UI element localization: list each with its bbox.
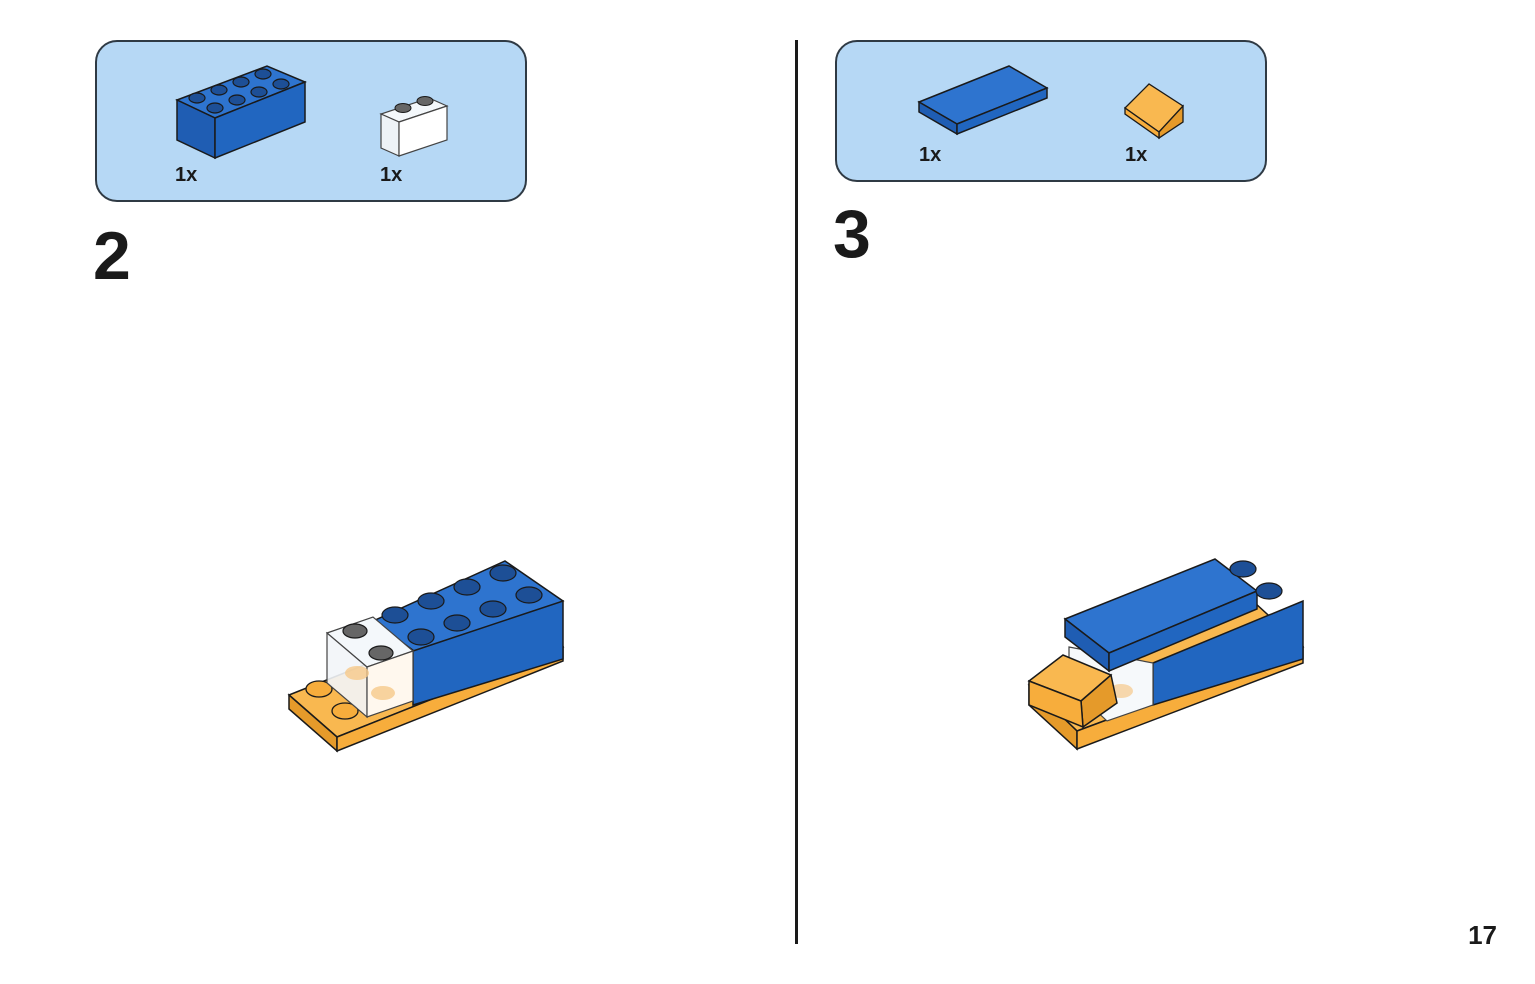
parts-callout-step-3: 1x 1x (835, 40, 1267, 182)
page-number: 17 (1468, 920, 1497, 950)
step-number: 3 (833, 196, 871, 272)
blue-tile-2x4-icon (917, 65, 1049, 136)
page-divider (795, 40, 798, 944)
transparent-brick-1x2-icon (379, 96, 449, 157)
part-quantity: 1x (1125, 144, 1148, 166)
part-quantity: 1x (175, 164, 198, 186)
part-quantity: 1x (919, 144, 942, 166)
parts-callout-step-2: 1x 1x (95, 40, 527, 202)
step-2-assembly-illustration (287, 560, 565, 753)
step-3-assembly-illustration (1027, 558, 1305, 751)
part-quantity: 1x (380, 164, 403, 186)
step-number: 2 (93, 218, 131, 294)
orange-slope-1x2-icon (1123, 83, 1185, 140)
blue-brick-2x4-icon (175, 65, 307, 160)
